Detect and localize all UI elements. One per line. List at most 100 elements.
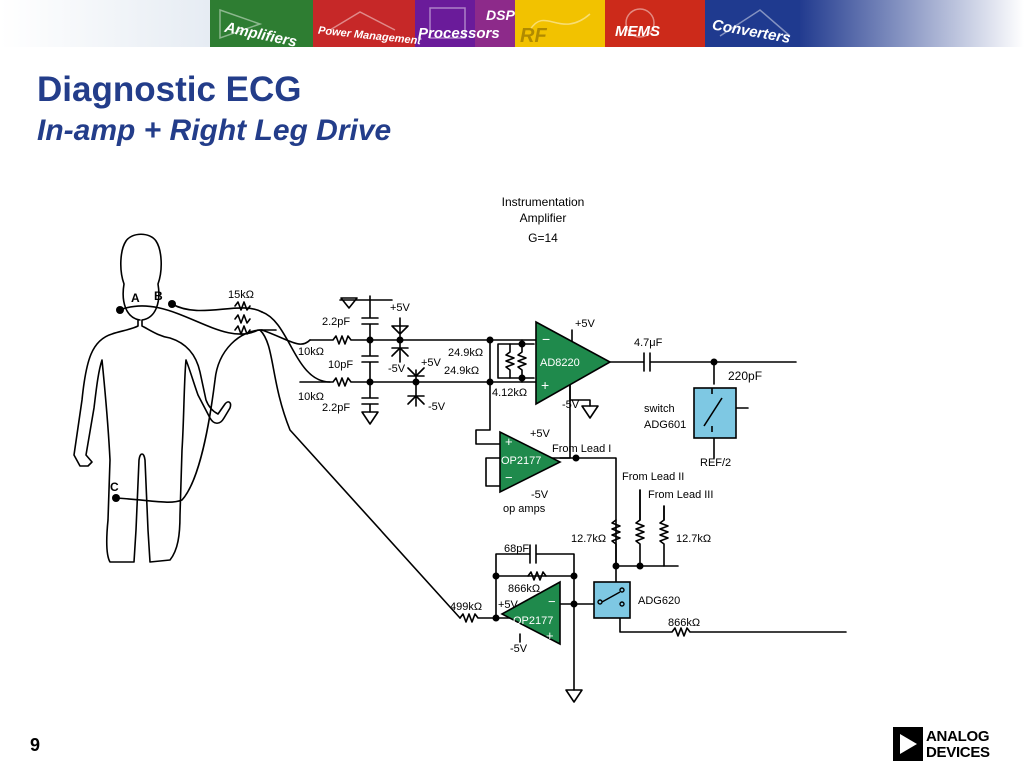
label-inamp-pos: +5V	[575, 318, 596, 330]
label-r-input: 15kΩ	[228, 289, 254, 301]
ground-top	[339, 295, 393, 309]
label-mid-pos: +5V	[421, 357, 442, 369]
label-r127-left: 12.7kΩ	[571, 533, 606, 545]
switch-adg601	[693, 387, 737, 439]
inamp-caption-gain: G=14	[528, 231, 558, 245]
label-buffer-neg: -5V	[531, 489, 549, 501]
switch1-contact-icon	[703, 388, 723, 432]
cable-resistor-1	[234, 301, 251, 311]
page-number: 9	[30, 735, 41, 755]
label-r866-feedback: 866kΩ	[508, 583, 540, 595]
switch2-contact-icon	[597, 587, 625, 607]
inamp-plus-sign: +	[541, 377, 549, 393]
label-r499: 499kΩ	[450, 601, 482, 613]
banner-segment-converters	[705, 0, 800, 47]
cap-top-2p2	[361, 299, 379, 341]
banner-segment-dsp	[475, 0, 515, 47]
label-r127-right: 12.7kΩ	[676, 533, 711, 545]
inamp-minus-sign: −	[542, 331, 550, 347]
junction-dots	[112, 300, 718, 622]
rld-name-label: OP2177	[513, 615, 553, 627]
label-r866-out: 866kΩ	[668, 617, 700, 629]
analog-devices-logo: ANALOG DEVICES	[893, 727, 1003, 761]
label-c-diff: 10pF	[328, 359, 353, 371]
slide-title: Diagnostic ECG	[37, 70, 302, 109]
label-switch1-name: ADG601	[644, 419, 686, 431]
label-c-out: 4.7μF	[634, 337, 663, 349]
gain-resistor-bottom	[517, 343, 527, 379]
buffer-name-label: OP2177	[501, 455, 541, 467]
banner-segment-rf	[515, 0, 605, 47]
inamp-ad8220	[535, 320, 612, 406]
cable-a-return	[261, 329, 311, 345]
label-buffer-pos: +5V	[530, 428, 551, 440]
electrode-a-label: A	[131, 291, 140, 305]
buffer-op2177	[499, 430, 562, 494]
label-switch1-desc: switch	[644, 403, 675, 415]
buffer-plus-sign: +	[505, 434, 513, 449]
label-r-gain-top: 24.9kΩ	[448, 347, 483, 359]
label-c-bottom: 2.2pF	[322, 402, 350, 414]
banner-segment-processors	[415, 0, 475, 47]
label-rld-neg: -5V	[510, 643, 528, 655]
input-wire-top	[309, 335, 537, 345]
c68-feedback	[495, 544, 575, 577]
label-op-amps: op amps	[503, 503, 546, 515]
buffer-minus-sign: −	[505, 470, 513, 485]
ground-rld	[565, 689, 583, 703]
r866-feedback	[527, 571, 547, 581]
inamp-caption-line-2: Amplifier	[520, 211, 567, 225]
label-rld-pos: +5V	[498, 599, 519, 611]
label-c-top: 2.2pF	[322, 316, 350, 328]
r499-wire	[459, 613, 511, 623]
cable-b-to-minus	[261, 311, 331, 383]
banner-graphic: Amplifiers Power Management Processors D…	[0, 0, 1024, 47]
label-c-filter: 220pF	[728, 369, 762, 383]
label-r-gain-bottom: 24.9kΩ	[444, 365, 479, 377]
analog-devices-logo-icon	[893, 727, 923, 761]
label-lead-one: From Lead I	[552, 443, 611, 455]
r866-output-line	[595, 603, 847, 637]
banner-segment-mems	[605, 0, 705, 47]
banner-segment-amplifiers	[210, 0, 313, 47]
gain-left-rail	[475, 339, 501, 445]
banner-label-processors: Processors	[418, 25, 500, 42]
label-lead-three: From Lead III	[648, 489, 713, 501]
ref-bias-wire	[485, 379, 571, 487]
gain-resistor-top	[505, 343, 515, 379]
gain-network-frame	[497, 343, 535, 379]
cable-b	[171, 303, 263, 313]
rld-cable	[259, 329, 461, 619]
banner-segment-power-management	[313, 0, 415, 47]
banner-label-dsp: DSP	[486, 7, 515, 23]
ground-cap-bottom	[361, 411, 379, 425]
lead-bus	[559, 457, 679, 567]
ground-inamp	[581, 405, 599, 419]
logo-line-2: DEVICES	[926, 744, 990, 761]
cap-bottom-2p2	[361, 381, 379, 413]
label-c68: 68pF	[504, 543, 529, 555]
label-r-top: 10kΩ	[298, 346, 324, 358]
inamp-caption-line-1: Instrumentation	[502, 195, 585, 209]
rld-plus-sign: +	[546, 628, 554, 643]
body-outline	[73, 233, 232, 563]
r127-right	[659, 505, 669, 567]
cable-a	[119, 305, 277, 335]
label-r-bottom: 10kΩ	[298, 391, 324, 403]
rld-minus-sign: −	[548, 594, 556, 609]
diode-top	[391, 317, 409, 341]
cable-resistor-3	[234, 325, 251, 335]
label-lead-two: From Lead II	[622, 471, 684, 483]
product-banner: Amplifiers Power Management Processors D…	[0, 0, 1024, 47]
output-wire-c47	[609, 352, 797, 372]
cable-c	[115, 329, 263, 503]
banner-label-rf: RF	[520, 25, 547, 47]
label-ref: REF/2	[700, 457, 731, 469]
electrode-b-label: B	[154, 289, 163, 303]
banner-label-mems: MEMS	[615, 23, 660, 40]
rld-op2177	[500, 580, 561, 646]
input-wire-bottom	[299, 377, 537, 387]
lead-taps	[639, 489, 665, 521]
r127-left	[611, 519, 621, 567]
diode-middle	[391, 339, 409, 363]
